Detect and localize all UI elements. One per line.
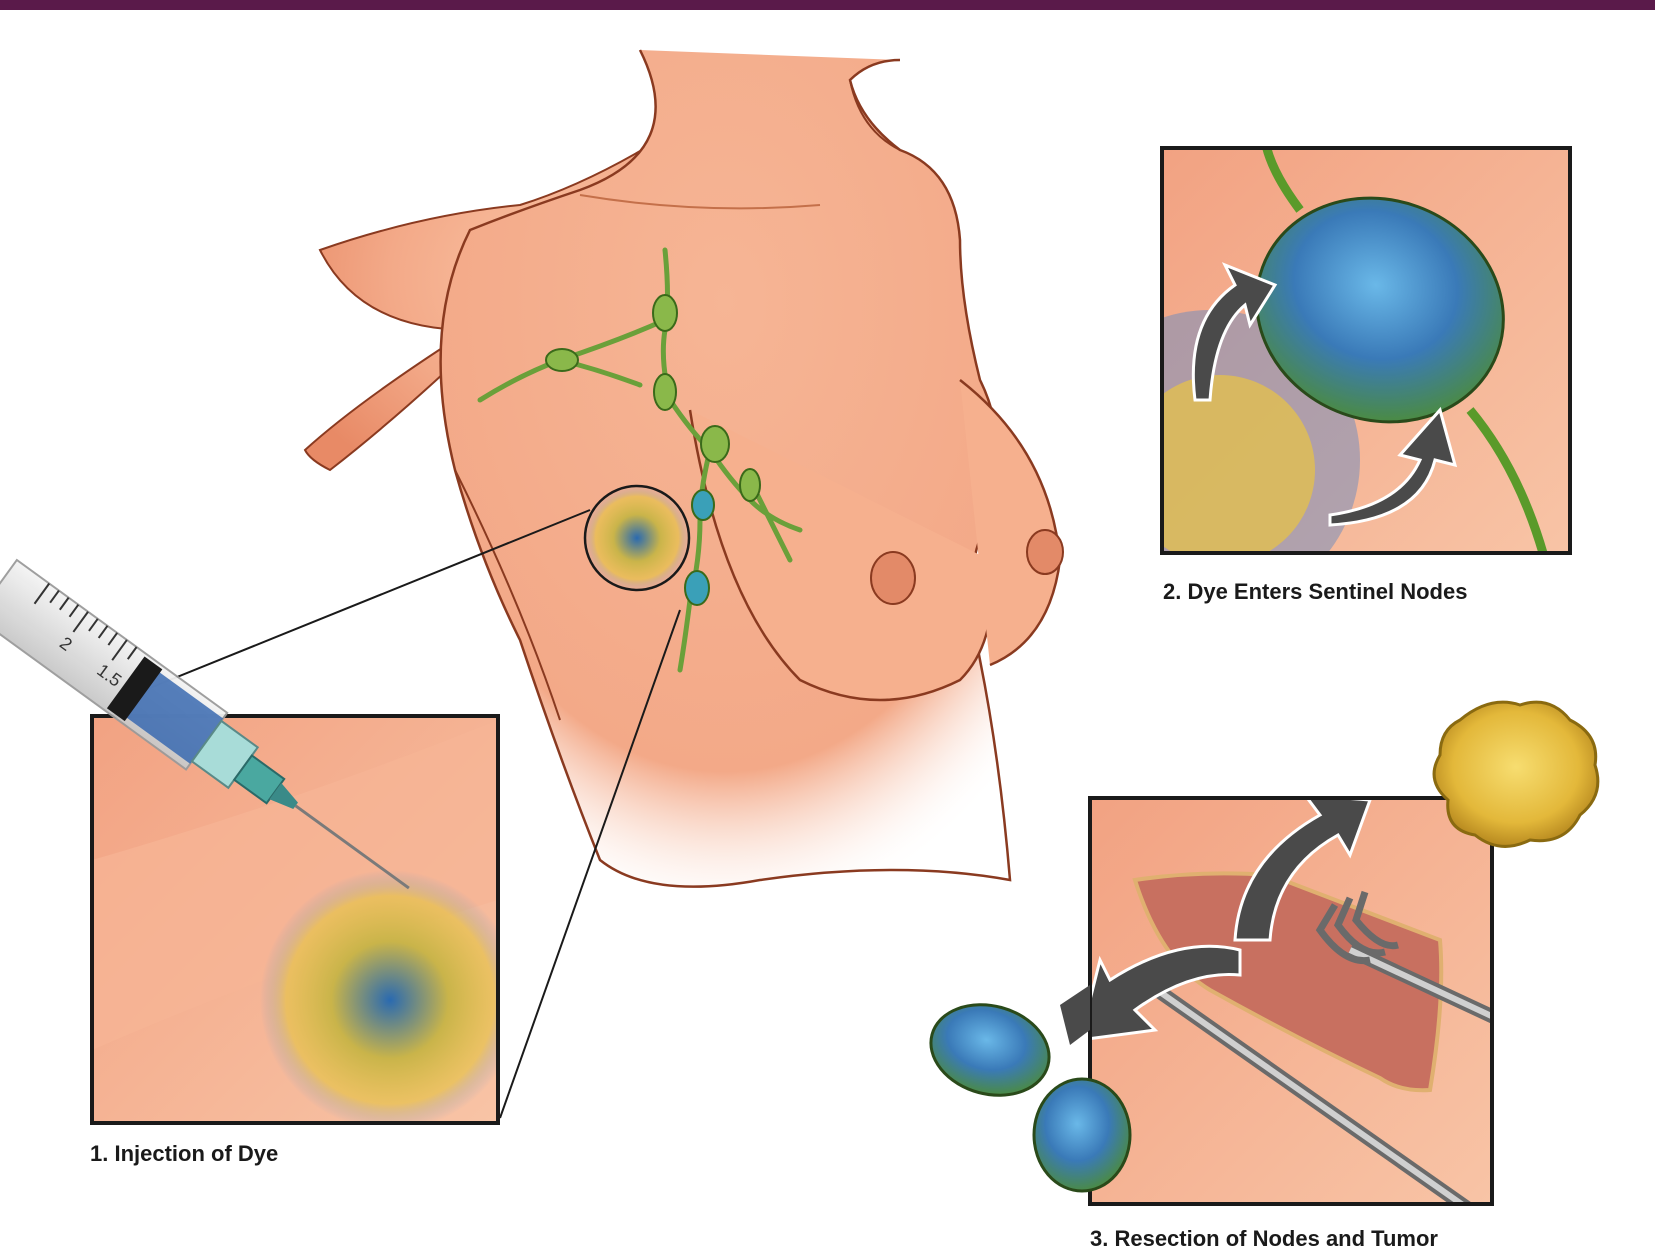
lymph-node	[653, 295, 677, 331]
sentinel-node	[685, 571, 709, 605]
lymph-node	[654, 374, 676, 410]
flow-arrow	[1060, 985, 1090, 1045]
panel-resection	[1080, 795, 1500, 1210]
tumor-blob	[1125, 375, 1315, 565]
extracted-node	[1034, 1079, 1130, 1191]
lymph-node	[740, 469, 760, 501]
nipple-right	[1027, 530, 1063, 574]
extracted-node	[921, 992, 1060, 1108]
panel-sentinel-nodes	[1060, 140, 1570, 610]
nipple-left	[871, 552, 915, 604]
dye-spread	[260, 870, 520, 1130]
lymph-node	[701, 426, 729, 462]
panel-injection	[92, 716, 520, 1130]
lymph-node	[546, 349, 578, 371]
caption-step-3: 3. Resection of Nodes and Tumor	[1090, 1226, 1438, 1252]
caption-step-1: 1. Injection of Dye	[90, 1141, 278, 1167]
sentinel-node	[692, 490, 714, 520]
caption-step-2: 2. Dye Enters Sentinel Nodes	[1163, 579, 1467, 605]
highlight-circle	[585, 486, 689, 590]
extracted-tumor	[1434, 702, 1598, 846]
